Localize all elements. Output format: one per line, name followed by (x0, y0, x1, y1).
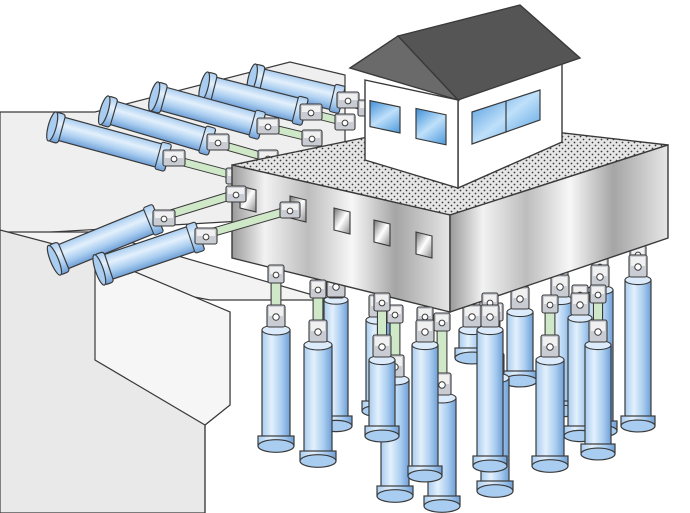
clevis-joint-icon (588, 319, 608, 343)
clevis-joint-icon (194, 227, 218, 245)
house-window-2 (415, 107, 447, 146)
clevis-joint-icon (386, 304, 404, 324)
horizontal-actuator (198, 71, 356, 131)
vertical-actuator (502, 278, 538, 388)
horizontal-actuator (148, 81, 323, 147)
clevis-joint-icon (256, 117, 280, 135)
vertical-actuator (364, 292, 400, 443)
horizontal-actuator (246, 63, 379, 117)
foundation-window (373, 219, 391, 247)
horizontal-actuators-front (46, 185, 301, 286)
clevis-joint-icon (301, 129, 323, 147)
hydraulic-cylinder-icon (92, 221, 205, 286)
vertical-actuators-front (257, 264, 616, 513)
clevis-joint-icon (433, 312, 451, 332)
house-roof-gable (348, 35, 461, 102)
clevis-joint-icon (334, 113, 356, 131)
clevis-joint-icon (206, 133, 230, 151)
hydraulic-cylinder-icon (364, 354, 400, 443)
vertical-actuator (299, 279, 337, 468)
clevis-joint-icon (540, 334, 560, 358)
clevis-joint-icon (266, 304, 286, 328)
vertical-actuator (257, 264, 295, 453)
clevis-joint-icon (162, 149, 186, 167)
hydraulic-cylinder-icon (97, 95, 217, 156)
vertical-actuator (531, 294, 569, 473)
horizontal-actuator (92, 201, 301, 286)
vertical-actuators-back (319, 244, 656, 443)
clevis-joint-icon (225, 185, 247, 203)
clevis-joint-icon (372, 334, 392, 358)
horizontal-actuator (97, 95, 279, 167)
vertical-actuator (563, 284, 597, 443)
clevis-joint-icon (279, 201, 301, 219)
hydraulic-cylinder-icon (299, 339, 337, 468)
clevis-joint-icon (309, 279, 327, 299)
horizontal-actuators-back (46, 63, 379, 185)
vertical-actuator (472, 292, 508, 473)
hydraulic-cylinder-icon (472, 324, 508, 473)
house (348, 4, 582, 190)
clevis-joint-icon (373, 292, 391, 312)
clevis-joint-icon (152, 209, 176, 227)
house-window-1 (369, 99, 401, 134)
clevis-joint-icon (299, 103, 323, 121)
horizontal-actuator (46, 185, 247, 276)
clevis-joint-icon (336, 91, 360, 109)
clevis-joint-icon (541, 294, 559, 314)
clevis-joint-icon (480, 304, 500, 328)
clevis-joint-icon (590, 264, 610, 288)
foundation-window (333, 207, 351, 235)
clevis-joint-icon (462, 304, 482, 328)
hydraulic-cylinder-icon (531, 354, 569, 473)
clevis-joint-icon (570, 292, 590, 316)
hydraulic-cylinder-icon (620, 274, 656, 433)
house-window-3 (471, 89, 541, 145)
clevis-joint-icon (550, 274, 570, 298)
clevis-joint-icon (267, 264, 285, 284)
vertical-actuator (580, 284, 616, 461)
hydraulic-cylinder-icon (502, 306, 538, 388)
hydraulic-cylinder-icon (257, 324, 295, 453)
vertical-actuator (620, 244, 656, 433)
clevis-joint-icon (308, 319, 328, 343)
hydraulic-cylinder-icon (580, 339, 616, 461)
clevis-joint-icon (415, 319, 435, 343)
clevis-joint-icon (589, 284, 607, 304)
foundation-window (415, 231, 433, 259)
hydraulic-cylinder-icon (407, 339, 443, 483)
foundation-side-face (449, 144, 669, 313)
clevis-joint-icon (628, 254, 648, 278)
vertical-actuator (407, 306, 443, 483)
pit-ledge-face (94, 254, 231, 426)
